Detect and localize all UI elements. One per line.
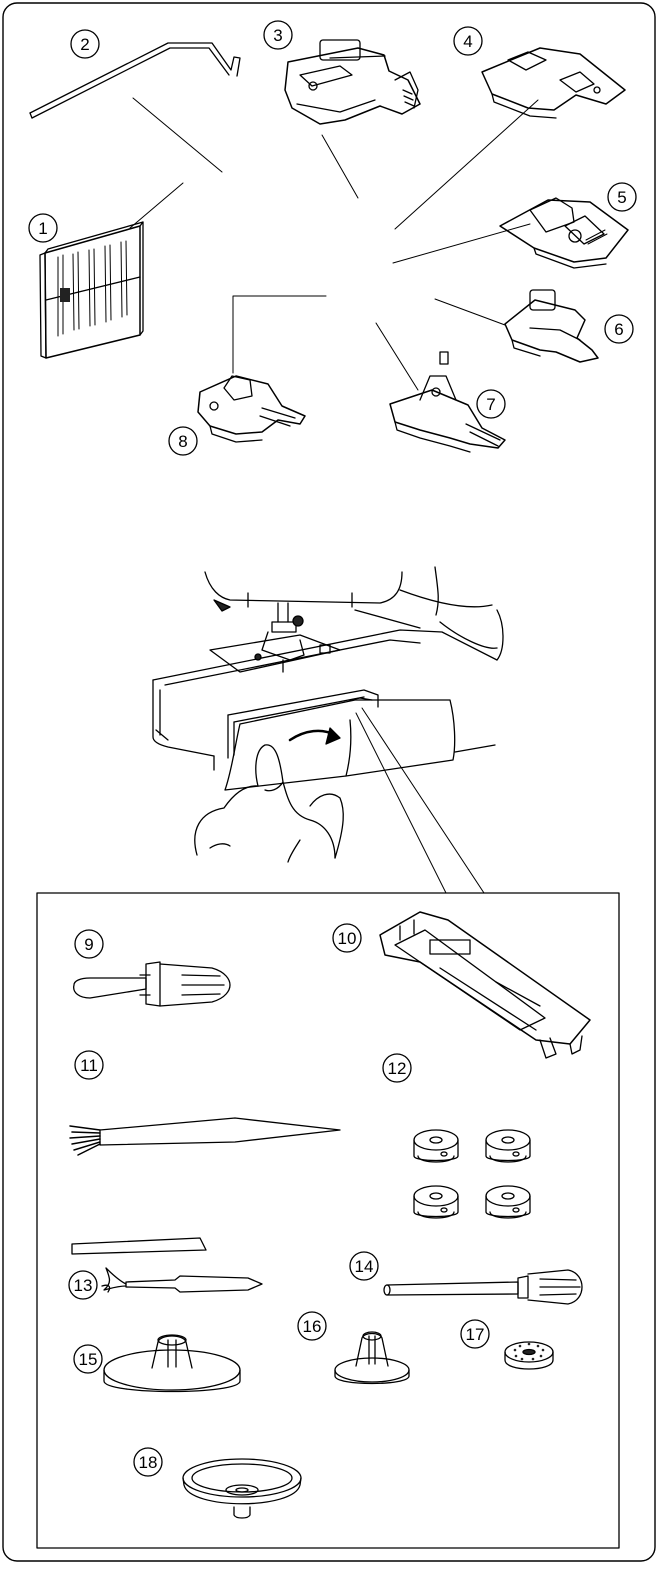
svg-text:9: 9 [84,935,93,954]
callout-10: 10 [332,923,362,953]
screwdriver-item [73,961,231,1007]
svg-text:12: 12 [388,1059,407,1078]
svg-text:1: 1 [38,219,47,238]
svg-text:3: 3 [273,26,282,45]
spool-dish-item [182,1458,302,1519]
callout-18: 18 [133,1447,163,1477]
svg-text:14: 14 [355,1257,374,1276]
callout-14: 14 [349,1251,379,1281]
callout-16: 16 [297,1311,327,1341]
svg-text:5: 5 [617,188,626,207]
overedge-foot-item [284,39,421,125]
spool-pin-item [383,1269,583,1305]
buttonhole-foot-item [379,911,591,1059]
felt-washer-item [504,1341,554,1370]
bobbins-item [413,1129,531,1219]
svg-text:16: 16 [303,1317,322,1336]
svg-text:11: 11 [80,1056,98,1075]
callout-4: 4 [453,26,483,56]
svg-text:10: 10 [338,929,357,948]
blind-hem-foot-item [499,197,629,269]
callout-12: 12 [382,1053,412,1083]
l-rod-item [29,42,241,119]
callout-6: 6 [604,314,634,344]
callout-numbers: 1 2 3 4 5 6 7 8 9 10 11 12 13 14 15 16 1… [28,20,637,1477]
callout-5: 5 [607,182,637,212]
compartment-leaders [355,707,485,894]
zigzag-foot-item [389,351,506,453]
presser-foot-a-item [197,375,306,443]
svg-text:7: 7 [486,395,495,414]
accessory-box [36,892,620,1549]
callout-1: 1 [28,213,58,243]
callout-9: 9 [74,929,104,959]
seam-ripper-item [71,1237,263,1293]
callout-2: 2 [70,29,100,59]
spool-holder-large-item [103,1334,241,1393]
svg-text:13: 13 [74,1276,93,1295]
callout-11: 11 [74,1050,104,1080]
callout-8: 8 [168,426,198,456]
svg-text:6: 6 [614,320,623,339]
satin-foot-item [504,289,599,363]
callout-13: 13 [68,1270,98,1300]
needle-pack-item [39,221,144,359]
svg-text:4: 4 [463,32,472,51]
svg-text:17: 17 [466,1325,485,1344]
svg-text:18: 18 [139,1453,158,1472]
callout-17: 17 [460,1319,490,1349]
spool-holder-small-item [334,1331,410,1385]
callout-15: 15 [73,1344,103,1374]
machine-illustration [152,566,504,863]
svg-text:15: 15 [79,1350,98,1369]
leader-lines-top [129,97,539,391]
lint-brush-item [69,1117,341,1156]
callout-3: 3 [263,20,293,50]
svg-text:8: 8 [178,432,187,451]
callout-7: 7 [476,389,506,419]
zipper-foot-item [481,47,626,119]
svg-text:2: 2 [80,35,89,54]
